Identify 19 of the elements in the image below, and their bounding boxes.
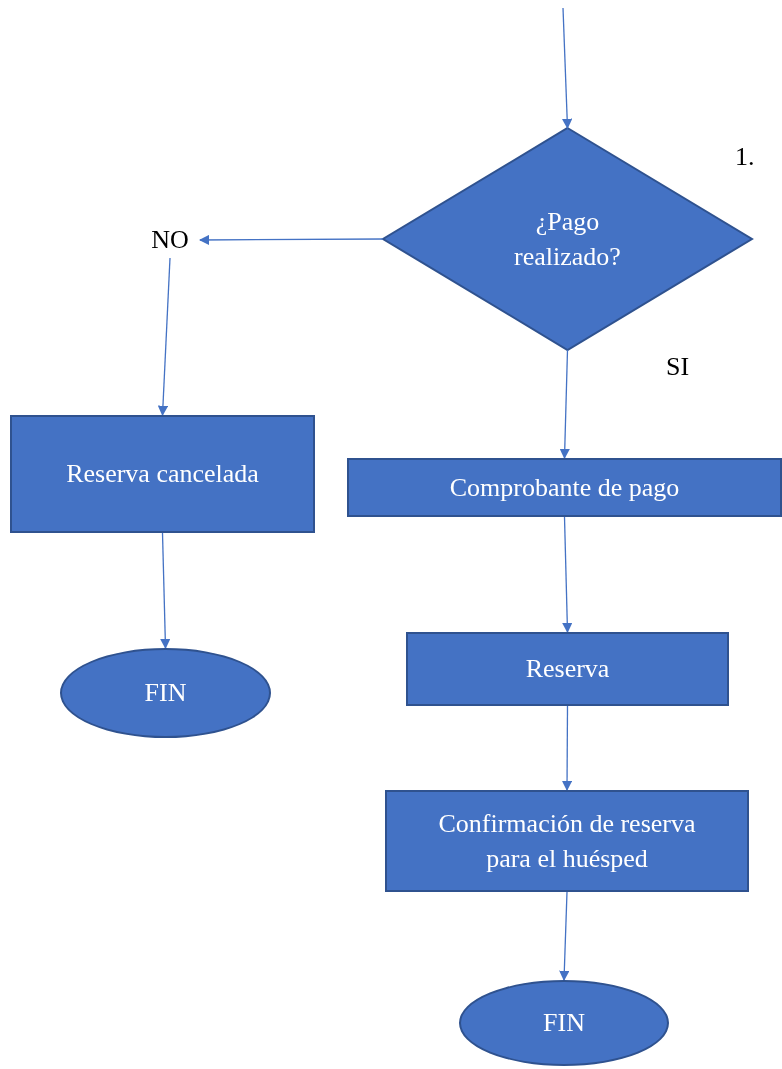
arrow (562, 516, 573, 634)
decision-text: ¿Pago realizado? (513, 205, 622, 273)
process-box: Reserva cancelada (10, 415, 315, 533)
arrow (198, 234, 384, 246)
terminator-ellipse: FIN (459, 980, 669, 1066)
terminator-ellipse: FIN (60, 648, 271, 738)
process-box: Reserva (406, 632, 729, 706)
decision-diamond (381, 126, 754, 352)
arrow (559, 349, 570, 460)
process-box: Confirmación de reserva para el huésped (385, 790, 749, 892)
arrow (561, 705, 573, 792)
process-box: Comprobante de pago (347, 458, 782, 517)
branch-label: NO (151, 224, 189, 257)
edge-label: SI (666, 352, 690, 382)
step-number: 1. (735, 142, 755, 172)
arrow (561, 7, 573, 130)
arrow (160, 532, 171, 650)
arrow (559, 891, 570, 982)
arrow (157, 257, 171, 417)
